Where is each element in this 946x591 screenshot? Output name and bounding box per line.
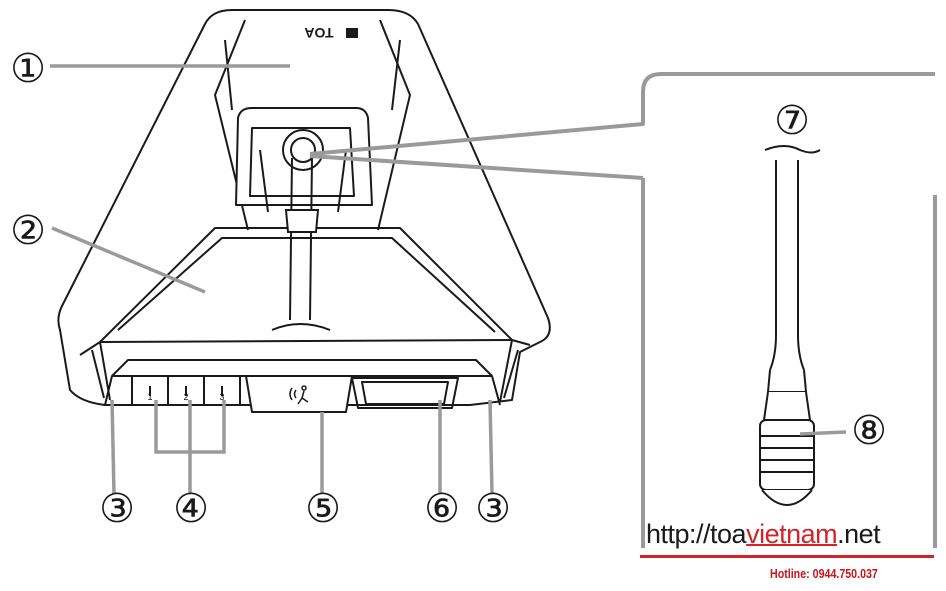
zoom-frame	[309, 72, 937, 548]
callout-7: ⑦	[774, 98, 810, 144]
hotline-number: 0944.750.037	[812, 566, 878, 581]
leader-3b	[488, 399, 494, 495]
callout-6: ⑥	[424, 486, 460, 532]
leader-8	[799, 430, 847, 436]
callout-4: ④	[173, 486, 209, 532]
base-unit	[57, 9, 551, 413]
talk-icon	[289, 385, 309, 405]
leader-3a	[110, 399, 116, 495]
leader-lines	[50, 64, 847, 495]
channel-label-1: 1	[147, 392, 152, 402]
url-highlight: vietnam	[746, 519, 838, 549]
callout-3-right: ③	[475, 486, 511, 532]
leader-4	[154, 400, 226, 494]
callout-5: ⑤	[305, 486, 341, 532]
channel-label-2: 2	[183, 392, 188, 402]
gooseneck-mic-detail	[759, 145, 821, 506]
hotline-label: Hotline:	[770, 566, 810, 581]
leader-2	[51, 226, 206, 294]
website-url[interactable]: http://toavietnam.net	[646, 519, 881, 550]
logo-icon	[346, 28, 358, 38]
callout-2: ②	[10, 208, 46, 254]
hotline: Hotline: 0944.750.037	[770, 566, 878, 581]
logo-text: TOA	[304, 25, 333, 41]
channel-label-3: 3	[219, 392, 224, 402]
mic-stem-base	[271, 129, 331, 331]
url-underline-rule	[640, 555, 934, 558]
callout-3-left: ③	[99, 486, 135, 532]
url-prefix: http://toa	[646, 519, 747, 549]
logo-mark: TOA	[304, 25, 358, 41]
callout-8: ⑧	[851, 408, 887, 454]
callout-1: ①	[10, 46, 46, 92]
url-suffix: .net	[837, 519, 881, 549]
